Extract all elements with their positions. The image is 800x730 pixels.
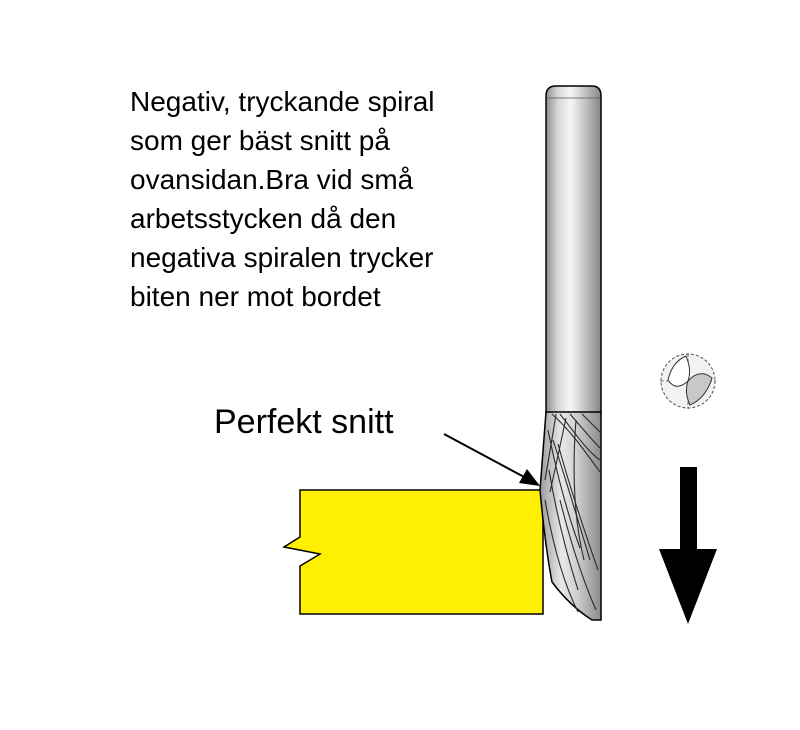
- callout-arrow: [443, 433, 540, 486]
- description-line: negativa spiralen trycker: [130, 242, 434, 273]
- description-text: Negativ, tryckande spiral som ger bäst s…: [130, 82, 530, 316]
- description-line: ovansidan.Bra vid små: [130, 164, 414, 195]
- router-bit: [539, 85, 602, 621]
- workpiece: [281, 489, 544, 615]
- down-arrow-icon: [659, 467, 717, 624]
- bit-cross-section-icon: [660, 353, 716, 409]
- bit-shank: [545, 85, 602, 415]
- description-line: arbetsstycken då den: [130, 203, 397, 234]
- bit-flutes: [539, 411, 602, 621]
- description-line: Negativ, tryckande spiral: [130, 86, 435, 117]
- description-line: som ger bäst snitt på: [130, 125, 390, 156]
- callout-label: Perfekt snitt: [214, 403, 394, 441]
- bit-flute-lines: [544, 413, 601, 613]
- description-line: biten ner mot bordet: [130, 281, 381, 312]
